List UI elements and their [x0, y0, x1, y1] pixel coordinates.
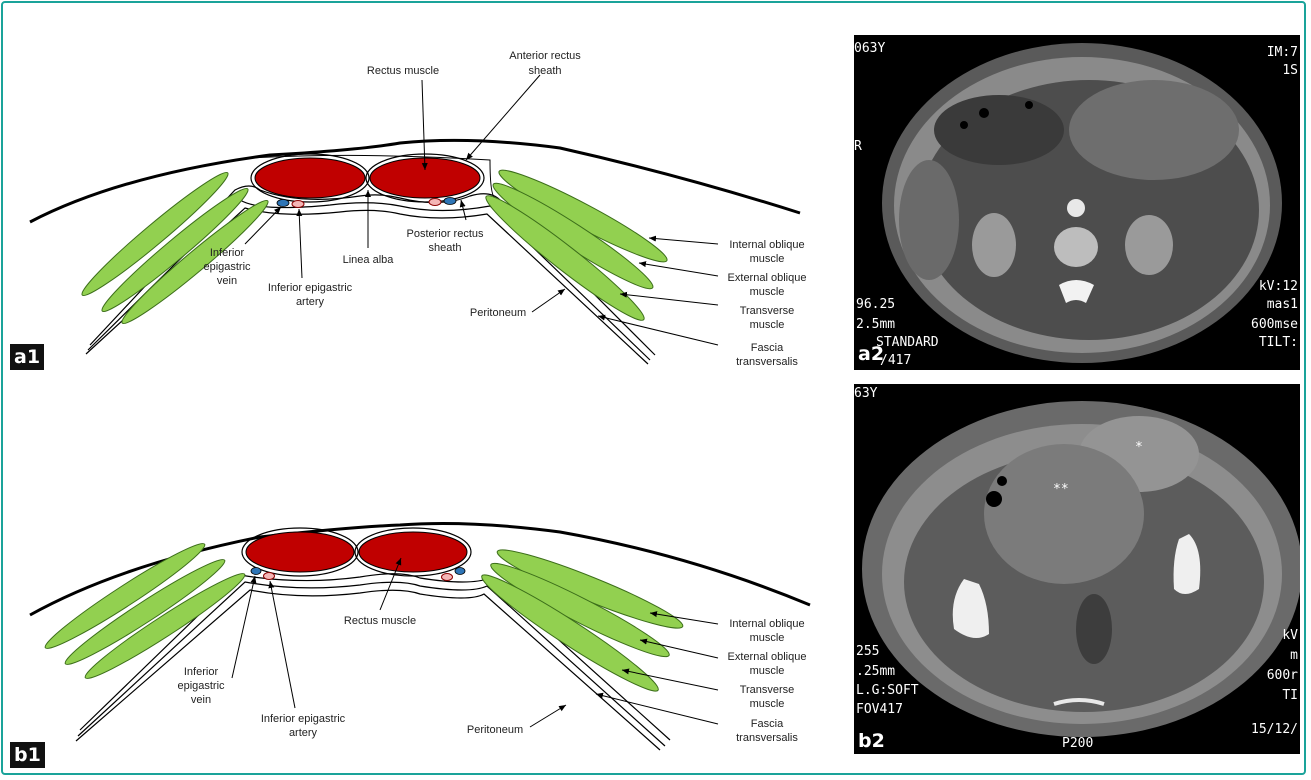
ct-b2-bottom-right-2: m [1290, 648, 1298, 663]
label-fascia-line2-a1: transversalis [736, 356, 798, 368]
label-external-oblique-line2-a1: muscle [750, 286, 785, 298]
ct-b2-bottom-left-1: 255 [856, 644, 879, 659]
ct-image-a2: 063Y IM:7 1S R 96.25 2.5mm STANDARD /417… [854, 35, 1300, 370]
rectus-muscle-right-b1 [359, 532, 467, 572]
ct-image-b2: 63Y * ** 255 .25mm L.G:SOFT FOV417 P200 … [854, 384, 1300, 754]
ct-b2-bottom-left-4: FOV417 [856, 702, 903, 717]
label-transverse-line1-a1: Transverse [740, 305, 795, 317]
arrow-fascia-a1 [598, 316, 718, 345]
ct-a2-bottom-left-1: 96.25 [856, 297, 895, 312]
ct-b2-bottom-right-1: kV [1282, 628, 1298, 643]
ct-scan-a2-graphic [854, 35, 1300, 370]
abdominal-wall-diagrams: Rectus muscle Anterior rectus sheath Pos… [0, 0, 840, 780]
arrow-anterior-sheath-a1 [466, 75, 540, 160]
label-vein-line1-b1: Inferior [184, 666, 219, 678]
ct-a2-top-left: 063Y [854, 41, 885, 56]
ct-a2-bottom-right-2: mas1 [1267, 297, 1298, 312]
label-linea-alba-a1: Linea alba [343, 254, 395, 266]
ct-b2-bottom-left-3: L.G:SOFT [856, 683, 919, 698]
left-muscle-1-a1 [76, 165, 234, 302]
panel-b1: Rectus muscle Inferior epigastric vein I… [30, 524, 810, 750]
epigastric-artery-right-a1 [429, 199, 441, 206]
label-peritoneum-a1: Peritoneum [470, 307, 526, 319]
ct-a2-left-mid: R [854, 139, 862, 154]
label-rectus-b1: Rectus muscle [344, 615, 416, 627]
label-fascia-line1-b1: Fascia [751, 718, 784, 730]
panel-a1: Rectus muscle Anterior rectus sheath Pos… [30, 50, 806, 368]
label-artery-line1-a1: Inferior epigastric [268, 282, 353, 294]
arrow-external-oblique-a1 [639, 263, 718, 276]
label-vein-line2-a1: epigastric [203, 261, 251, 273]
label-internal-oblique-line1-a1: Internal oblique [729, 239, 804, 251]
label-peritoneum-b1: Peritoneum [467, 724, 523, 736]
label-fascia-line1-a1: Fascia [751, 342, 784, 354]
rectus-muscle-left-a1 [255, 158, 365, 198]
arrow-internal-oblique-a1 [649, 238, 718, 244]
label-transverse-line1-b1: Transverse [740, 684, 795, 696]
panel-tag-b2: b2 [854, 728, 889, 754]
label-vein-line3-b1: vein [191, 694, 211, 706]
label-anterior-sheath-line2-a1: sheath [528, 65, 561, 77]
label-anterior-sheath-line1-a1: Anterior rectus [509, 50, 581, 62]
arrow-peritoneum-b1 [530, 705, 566, 727]
rectus-muscle-left-b1 [246, 532, 354, 572]
epigastric-vein-right-a1 [444, 198, 456, 205]
label-external-oblique-line1-b1: External oblique [728, 651, 807, 663]
ct-b2-mark-single: * [1135, 440, 1143, 455]
ct-a2-bottom-right-1: kV:12 [1259, 279, 1298, 294]
ct-a2-bottom-right-4: TILT: [1259, 335, 1298, 350]
label-internal-oblique-line1-b1: Internal oblique [729, 618, 804, 630]
ct-a2-top-right-2: 1S [1282, 63, 1298, 78]
left-muscle-3-b1 [80, 566, 250, 686]
ct-a2-top-right-1: IM:7 [1267, 45, 1298, 60]
label-posterior-sheath-line1-a1: Posterior rectus [406, 228, 484, 240]
ct-b2-bottom-right-4: TI [1282, 688, 1298, 703]
panel-tag-a1: a1 [10, 344, 44, 370]
ct-b2-top-left: 63Y [854, 386, 877, 401]
epigastric-vein-left-a1 [277, 200, 289, 207]
epigastric-artery-left-a1 [292, 201, 304, 208]
ct-b2-bottom-center: P200 [1062, 736, 1093, 751]
arrow-artery-b1 [270, 581, 295, 708]
label-external-oblique-line1-a1: External oblique [728, 272, 807, 284]
ct-scan-b2-graphic [854, 384, 1300, 754]
panel-tag-b1: b1 [10, 742, 45, 768]
epigastric-artery-left-b1 [264, 573, 275, 580]
arrow-artery-a1 [299, 209, 302, 278]
label-vein-line1-a1: Inferior [210, 247, 245, 259]
label-artery-line1-b1: Inferior epigastric [261, 713, 346, 725]
epigastric-vein-right-b1 [455, 568, 465, 575]
ct-b2-bottom-right-5: 15/12/ [1251, 722, 1298, 737]
label-internal-oblique-line2-a1: muscle [750, 253, 785, 265]
label-transverse-line2-a1: muscle [750, 319, 785, 331]
label-artery-line2-b1: artery [289, 727, 318, 739]
label-internal-oblique-line2-b1: muscle [750, 632, 785, 644]
label-vein-line2-b1: epigastric [177, 680, 225, 692]
ct-b2-mark-double: ** [1053, 482, 1069, 497]
label-fascia-line2-b1: transversalis [736, 732, 798, 744]
epigastric-vein-left-b1 [251, 568, 261, 575]
epigastric-artery-right-b1 [442, 574, 453, 581]
label-transverse-line2-b1: muscle [750, 698, 785, 710]
label-rectus-a1: Rectus muscle [367, 65, 439, 77]
ct-a2-bottom-left-2: 2.5mm [856, 317, 895, 332]
ct-a2-bottom-right-3: 600mse [1251, 317, 1298, 332]
arrow-peritoneum-a1 [532, 289, 565, 312]
ct-b2-bottom-right-3: 600r [1267, 668, 1298, 683]
label-artery-line2-a1: artery [296, 296, 325, 308]
ct-b2-bottom-left-2: .25mm [856, 664, 895, 679]
label-vein-line3-a1: vein [217, 275, 237, 287]
panel-tag-a2: a2 [854, 341, 888, 367]
label-external-oblique-line2-b1: muscle [750, 665, 785, 677]
label-posterior-sheath-line2-a1: sheath [428, 242, 461, 254]
